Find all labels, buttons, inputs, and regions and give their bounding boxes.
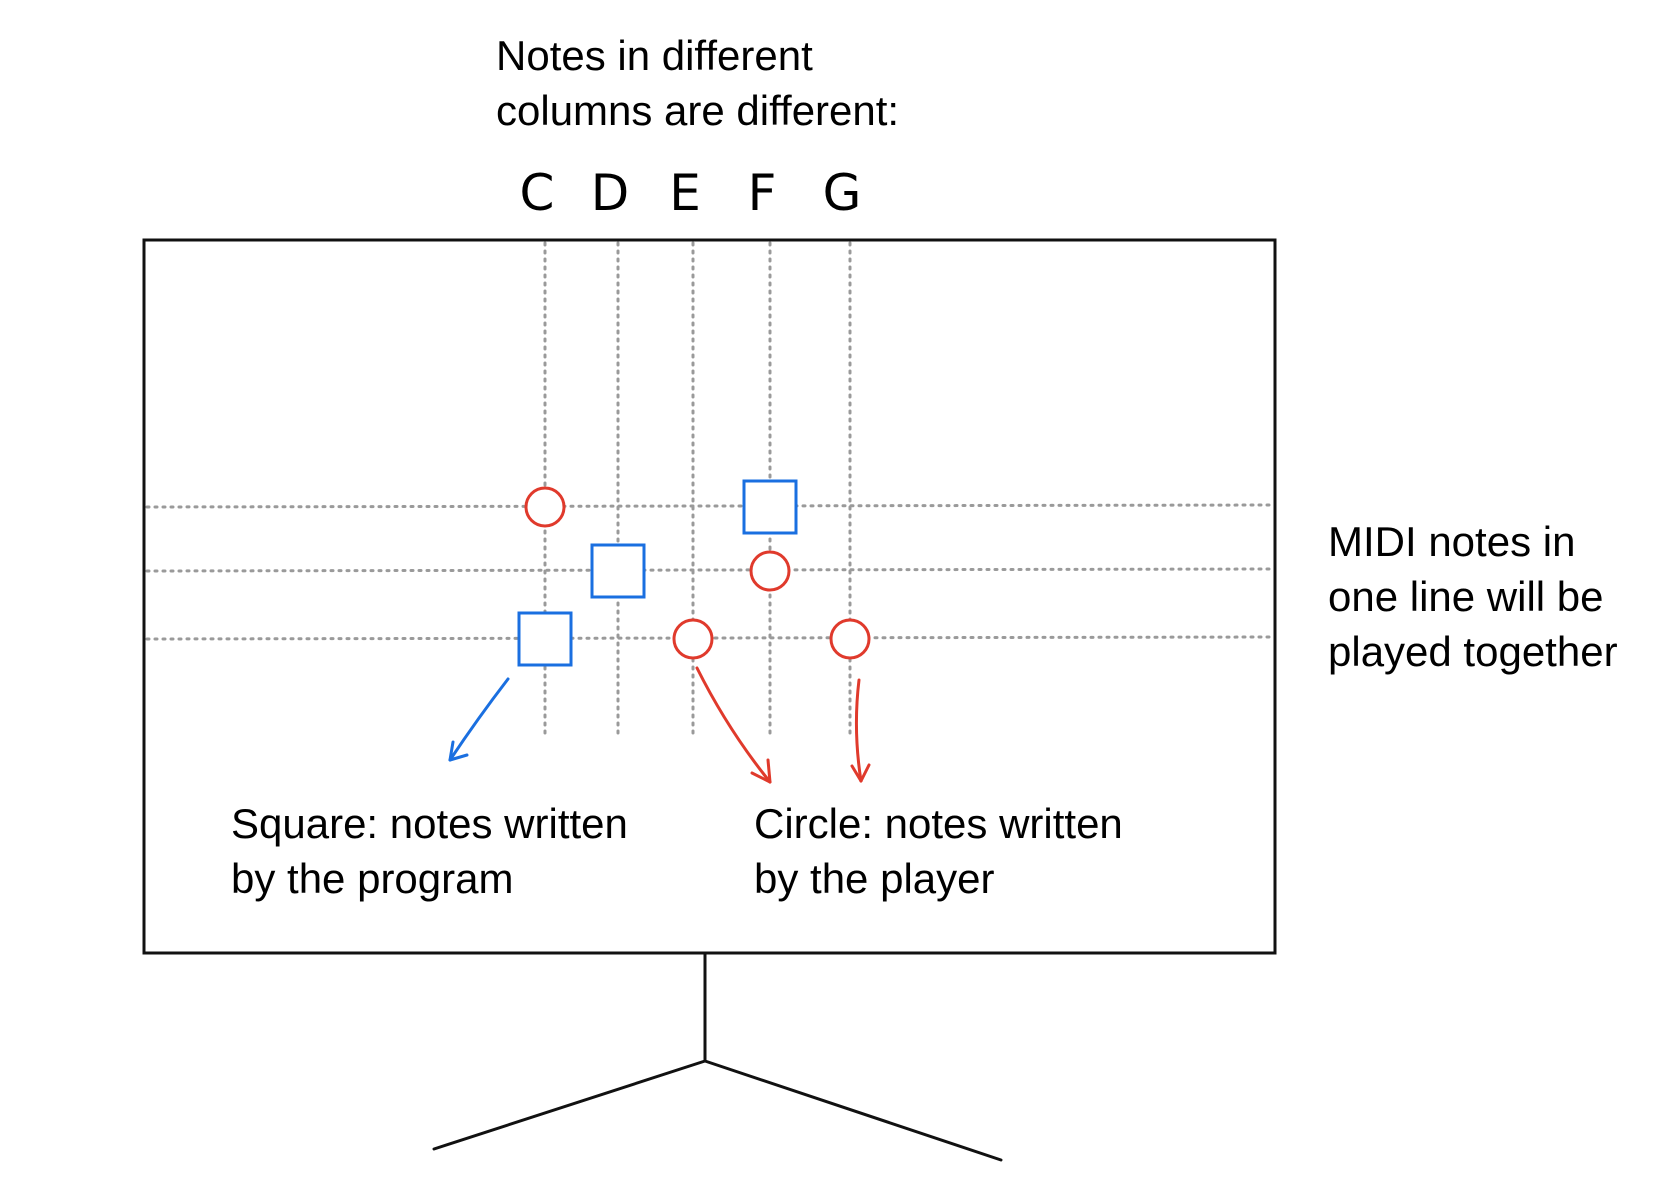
circle-note-g-line-3 — [829, 618, 871, 660]
circle-legend-line: Circle: notes written — [754, 800, 1123, 847]
square-note-f-line-1 — [742, 479, 798, 535]
column-label-c: C — [520, 164, 555, 222]
note-line-1 — [145, 503, 1274, 509]
square-legend: Square: notes written by the program — [231, 796, 628, 906]
column-label-d: D — [591, 164, 630, 222]
rows-caption-line: played together — [1328, 628, 1618, 675]
monitor-screen — [142, 238, 1277, 955]
circle-legend: Circle: notes written by the player — [754, 796, 1123, 906]
square-note-c-line-3 — [517, 611, 573, 667]
legend-arrows — [448, 666, 871, 784]
columns-caption-line: Notes in different — [496, 32, 813, 79]
columns-caption: Notes in different columns are different… — [496, 28, 899, 138]
circle-note-f-line-2 — [749, 550, 791, 592]
rows-caption-line: MIDI notes in — [1328, 518, 1576, 565]
note-line-2 — [145, 567, 1274, 573]
column-label-g: G — [823, 164, 862, 222]
rows-caption-line: one line will be — [1328, 573, 1604, 620]
circle-arrow-g — [850, 678, 871, 783]
column-label-e: E — [669, 164, 701, 222]
circle-arrow-e — [695, 666, 772, 784]
grid-lines — [145, 241, 1274, 737]
square-arrow — [448, 677, 510, 762]
circle-note-c-line-1 — [524, 486, 566, 528]
circle-note-e-line-3 — [672, 618, 714, 660]
columns-caption-line: columns are different: — [496, 87, 900, 134]
note-markers — [517, 479, 871, 667]
square-legend-line: by the program — [231, 855, 514, 902]
rows-caption: MIDI notes in one line will be played to… — [1328, 514, 1618, 679]
monitor-stand — [432, 951, 1003, 1162]
square-note-d-line-2 — [590, 543, 646, 599]
circle-legend-line: by the player — [754, 855, 995, 902]
column-label-f: F — [748, 164, 777, 222]
square-legend-line: Square: notes written — [231, 800, 628, 847]
